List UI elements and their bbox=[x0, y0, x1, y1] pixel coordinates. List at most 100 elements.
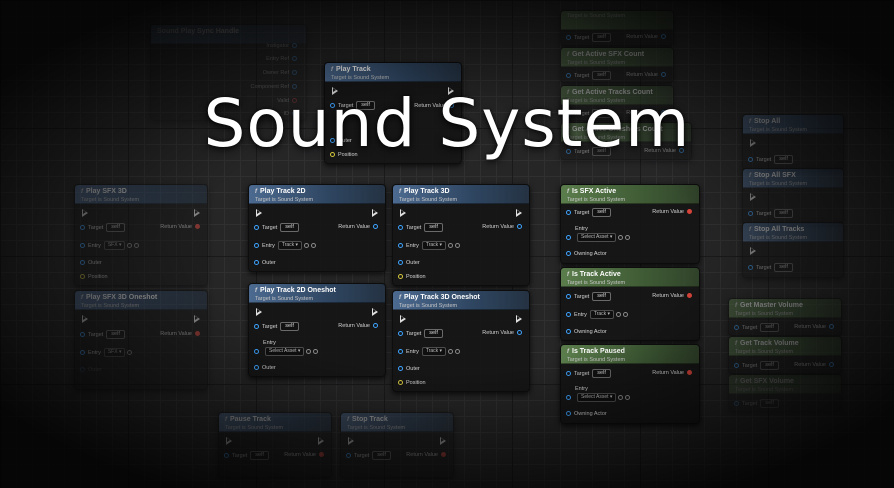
return-value-pin[interactable]: Return Value bbox=[794, 360, 837, 370]
outer-pin[interactable]: Outer bbox=[77, 258, 102, 268]
return-value-pin[interactable]: Return Value bbox=[626, 32, 669, 42]
owning-actor-pin[interactable]: Owning Actor bbox=[563, 409, 607, 419]
entry-dropdown[interactable]: Track bbox=[421, 347, 447, 357]
exec-in-pin[interactable] bbox=[256, 308, 262, 316]
pin-owner-ref[interactable]: Owner Ref bbox=[263, 68, 300, 78]
entry-pin[interactable]: Select Asset bbox=[251, 347, 319, 357]
return-value-pin[interactable]: Return Value bbox=[626, 70, 669, 80]
entry-dropdown[interactable]: SFX bbox=[103, 241, 126, 251]
exec-out-pin[interactable] bbox=[516, 209, 522, 217]
return-value-pin[interactable]: Return Value bbox=[160, 222, 203, 232]
outer-pin[interactable]: Outer bbox=[395, 258, 420, 268]
entry-asset-dropdown[interactable]: Select Asset bbox=[577, 233, 617, 243]
entry-pin[interactable]: Select Asset bbox=[563, 233, 631, 243]
owning-actor-pin[interactable]: Owning Actor bbox=[563, 249, 607, 259]
entry-dropdown[interactable]: Track bbox=[277, 241, 303, 251]
entry-asset-dropdown[interactable]: Select Asset bbox=[577, 393, 617, 403]
outer-pin[interactable]: Outer bbox=[395, 364, 420, 374]
return-value-pin[interactable]: Return Value bbox=[652, 368, 695, 378]
browse-icon[interactable] bbox=[127, 243, 133, 249]
return-value-pin[interactable]: Return Value bbox=[160, 329, 203, 339]
exec-out-pin[interactable] bbox=[372, 209, 378, 217]
return-value-pin[interactable]: Return Value bbox=[652, 291, 695, 301]
exec-in-pin[interactable] bbox=[226, 437, 232, 445]
return-value-pin[interactable]: Return Value bbox=[482, 222, 525, 232]
exec-out-pin[interactable] bbox=[194, 315, 200, 323]
return-value-pin[interactable]: Return Value bbox=[284, 450, 327, 460]
search-icon[interactable] bbox=[625, 395, 631, 401]
exec-out-pin[interactable] bbox=[372, 308, 378, 316]
pin-entry-ref[interactable]: Entry Ref bbox=[266, 54, 300, 64]
search-icon[interactable] bbox=[313, 349, 319, 355]
browse-icon[interactable] bbox=[448, 349, 454, 355]
exec-in-pin[interactable] bbox=[82, 315, 88, 323]
entry-dropdown[interactable]: SFX bbox=[103, 348, 126, 358]
search-icon[interactable] bbox=[625, 235, 631, 241]
browse-icon[interactable] bbox=[448, 243, 454, 249]
browse-icon[interactable] bbox=[304, 243, 310, 249]
search-icon[interactable] bbox=[311, 243, 317, 249]
outer-pin[interactable]: Outer bbox=[77, 365, 102, 375]
exec-out-pin[interactable] bbox=[516, 315, 522, 323]
search-icon[interactable] bbox=[623, 312, 629, 318]
search-icon[interactable] bbox=[455, 243, 461, 249]
exec-in-pin[interactable] bbox=[82, 209, 88, 217]
entry-dropdown[interactable]: Track bbox=[589, 310, 615, 320]
browse-icon[interactable] bbox=[306, 349, 312, 355]
exec-in-pin[interactable] bbox=[750, 247, 756, 255]
browse-icon[interactable] bbox=[616, 312, 622, 318]
position-pin[interactable]: Position bbox=[395, 378, 426, 388]
return-value-pin[interactable]: Return Value bbox=[338, 321, 381, 331]
search-icon[interactable] bbox=[455, 349, 461, 355]
entry-pin[interactable]: Select Asset bbox=[563, 393, 631, 403]
exec-in-pin[interactable] bbox=[256, 209, 262, 217]
entry-asset-dropdown[interactable]: Select Asset bbox=[265, 347, 305, 357]
browse-icon[interactable] bbox=[618, 395, 624, 401]
pin-instigator[interactable]: Instigator bbox=[266, 41, 300, 51]
outer-pin[interactable]: Outer bbox=[251, 363, 276, 373]
exec-out-pin[interactable] bbox=[318, 437, 324, 445]
exec-out-pin[interactable] bbox=[440, 437, 446, 445]
exec-out-pin[interactable] bbox=[194, 209, 200, 217]
exec-in-pin[interactable] bbox=[348, 437, 354, 445]
position-pin[interactable]: Position bbox=[395, 272, 426, 282]
browse-icon[interactable] bbox=[127, 350, 133, 356]
